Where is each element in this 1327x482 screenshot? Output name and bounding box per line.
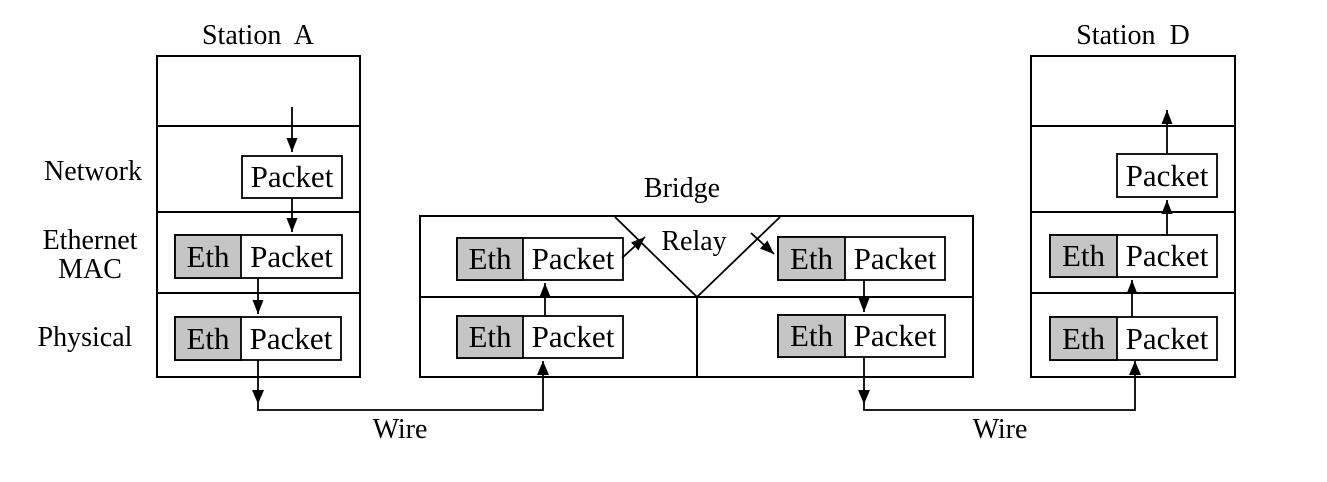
station-d-title: Station D (1076, 20, 1190, 51)
station-a-mac-packet-label: Packet (250, 239, 333, 274)
wire-right-label: Wire (972, 414, 1028, 445)
station-d-mac-eth-cell (1049, 234, 1118, 278)
bridge-left-physical-eth-cell (456, 315, 524, 359)
relay-label: Relay (661, 226, 727, 257)
bridge-right-mac-eth-label: Eth (789, 241, 834, 276)
wire-right-path (863, 357, 1136, 411)
station-d-physical-eth-label: Eth (1061, 321, 1106, 356)
bridge-right-mac-packet-label: Packet (853, 241, 937, 276)
layer-label-network: Network (44, 156, 142, 187)
bridge-left-mac-eth-cell (456, 237, 524, 281)
bridge-left-physical-packet-label: Packet (531, 319, 615, 354)
bridge-title: Bridge (643, 173, 721, 204)
station-a-mac-eth-cell (174, 234, 242, 279)
wire-left-label: Wire (372, 414, 428, 445)
bridge-right-mac-eth-cell (777, 236, 846, 281)
bridge-right-physical-packet-label: Packet (853, 318, 937, 353)
relay-in-arrow (621, 236, 646, 259)
station-d-physical-eth-cell (1049, 316, 1118, 361)
station-a-network-packet-box (241, 155, 343, 199)
station-a-physical-eth-label: Eth (186, 321, 230, 356)
relay-out-arrow (750, 232, 775, 255)
station-a-physical-eth-cell (174, 316, 242, 361)
wire-left-down-arrowhead (252, 390, 264, 404)
bridge-right-physical-eth-cell (777, 314, 846, 358)
wire-right-down-arrowhead (858, 390, 870, 404)
station-a-mac-eth-label: Eth (186, 239, 230, 274)
station-d-mac-eth-label: Eth (1061, 238, 1106, 273)
station-d-mac-packet-label: Packet (1125, 238, 1209, 273)
station-d-network-packet-label: Packet (1125, 158, 1209, 193)
bridge-right-physical-eth-label: Eth (789, 318, 834, 353)
layer-label-ethernet-mac: Ethernet MAC (42, 225, 138, 285)
relay-funnel-left-line (614, 216, 698, 298)
bridge-left-mac-packet-label: Packet (531, 241, 615, 276)
wire-left-up-arrowhead (537, 361, 549, 375)
station-a-title: Station A (201, 20, 314, 51)
wire-right-up-arrowhead (1129, 361, 1141, 375)
relay-funnel-right-line (696, 216, 781, 298)
station-d-network-packet-box (1116, 153, 1218, 198)
station-d-physical-packet-label: Packet (1125, 321, 1209, 356)
bridge-left-mac-eth-label: Eth (468, 241, 512, 276)
bridge-left-physical-eth-label: Eth (468, 319, 512, 354)
station-a-physical-packet-label: Packet (249, 321, 333, 356)
station-a-network-packet-label: Packet (250, 159, 334, 194)
wire-left-path (257, 360, 544, 411)
layer-label-physical: Physical (37, 322, 133, 353)
